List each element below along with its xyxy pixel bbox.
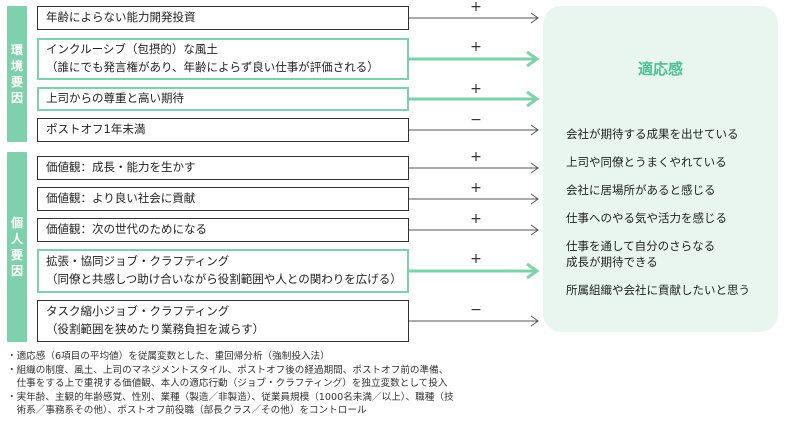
outcome-title: 適応感 <box>637 60 683 78</box>
arrow-thin <box>409 124 539 136</box>
footnote-line: ・適応感（6項目の平均値）を従属変数とした、重回帰分析（強制投入法） <box>7 351 330 362</box>
arrow-thin <box>409 12 539 24</box>
outcome-panel <box>543 6 778 332</box>
arrow-bold <box>409 50 540 68</box>
outcome-item: 会社が期待する成果を出せている <box>566 127 739 141</box>
arrow-thin <box>409 162 539 174</box>
group-label-personal: 個人要因 <box>7 152 27 342</box>
footnote-line: ・組織の制度、風土、上司のマネジメントスタイル、ポストオフ後の経過期間、ポストオ… <box>7 364 449 376</box>
effect-sign: + <box>470 211 482 227</box>
factor-sublabel: （同僚と共感しつ助け合いながら役割範囲や人との関わりを広げる） <box>46 272 402 286</box>
factor-label: 上司からの尊重と高い期待 <box>46 91 184 106</box>
effect-sign: − <box>470 302 482 318</box>
outcome-item: 仕事へのやる気や活力を感じる <box>566 211 727 225</box>
outcome-item: 仕事を通して自分のさらなる 成長が期待できる <box>566 239 716 269</box>
effect-sign: + <box>470 81 482 97</box>
factor-label: ポストオフ1年未満 <box>46 122 146 137</box>
factor-label: 年齢によらない能力開発投資 <box>46 10 196 25</box>
outcome-item: 会社に居場所があると感じる <box>566 183 716 197</box>
factor-box: タスク縮小ジョブ・クラフティング （役割範囲を狭めたり業務負担を減らす） <box>37 300 409 342</box>
factor-box: 上司からの尊重と高い期待 <box>37 87 409 111</box>
factor-box: インクルーシブ（包摂的）な風土 （誰にでも発言権があり、年齢によらず良い仕事が評… <box>37 38 409 80</box>
footnotes: ・適応感（6項目の平均値）を従属変数とした、重回帰分析（強制投入法） ・組織の制… <box>7 350 487 418</box>
arrow-bold <box>409 90 540 108</box>
factor-label: 拡張・協同ジョブ・クラフティング <box>46 254 230 269</box>
factor-box: 価値観：成長・能力を生かす <box>37 156 409 180</box>
factor-box: 価値観：次の世代のためになる <box>37 218 409 242</box>
factor-sublabel: （誰にでも発言権があり、年齢によらず良い仕事が評価される） <box>46 60 379 74</box>
factor-sublabel: （役割範囲を狭めたり業務負担を減らす） <box>46 322 265 336</box>
effect-sign: + <box>470 251 482 267</box>
factor-label: 価値観：より良い社会に貢献 <box>46 191 196 206</box>
effect-sign: + <box>470 149 482 165</box>
effect-sign: − <box>470 112 482 128</box>
outcome-item: 上司や同僚とうまくやれている <box>566 155 727 169</box>
arrow-thin <box>409 224 539 236</box>
arrow-thin <box>409 193 539 205</box>
factor-box: 年齢によらない能力開発投資 <box>37 6 409 30</box>
footnote-line: 仕事をする上で重視する価値観、本人の適応行動（ジョブ・クラフティング）を独立変数… <box>7 378 448 390</box>
effect-sign: + <box>470 0 482 15</box>
footnote-line: 術系／事務系その他）、ポストオフ前役職（部長クラス／その他）をコントロール <box>7 405 367 417</box>
group-label-text: 環境要因 <box>10 42 23 106</box>
group-label-environment: 環境要因 <box>7 6 27 142</box>
factor-label: 価値観：成長・能力を生かす <box>46 160 196 175</box>
factor-label: 価値観：次の世代のためになる <box>46 222 207 237</box>
arrow-thin <box>409 315 539 327</box>
outcome-item: 所属組織や会社に貢献したいと思う <box>566 283 750 297</box>
factor-label: タスク縮小ジョブ・クラフティング <box>46 304 230 319</box>
arrow-bold <box>409 262 540 280</box>
factor-box: ポストオフ1年未満 <box>37 118 409 142</box>
group-label-text: 個人要因 <box>10 215 23 279</box>
factor-box: 価値観：より良い社会に貢献 <box>37 187 409 211</box>
factor-box: 拡張・協同ジョブ・クラフティング （同僚と共感しつ助け合いながら役割範囲や人との… <box>37 249 409 293</box>
effect-sign: + <box>470 39 482 55</box>
footnote-line: ・実年齢、主観的年齢感覚、性別、業種（製造／非製造）、従業員規模（1000名未満… <box>7 391 454 403</box>
effect-sign: + <box>470 180 482 196</box>
factor-label: インクルーシブ（包摂的）な風土 <box>46 42 218 57</box>
